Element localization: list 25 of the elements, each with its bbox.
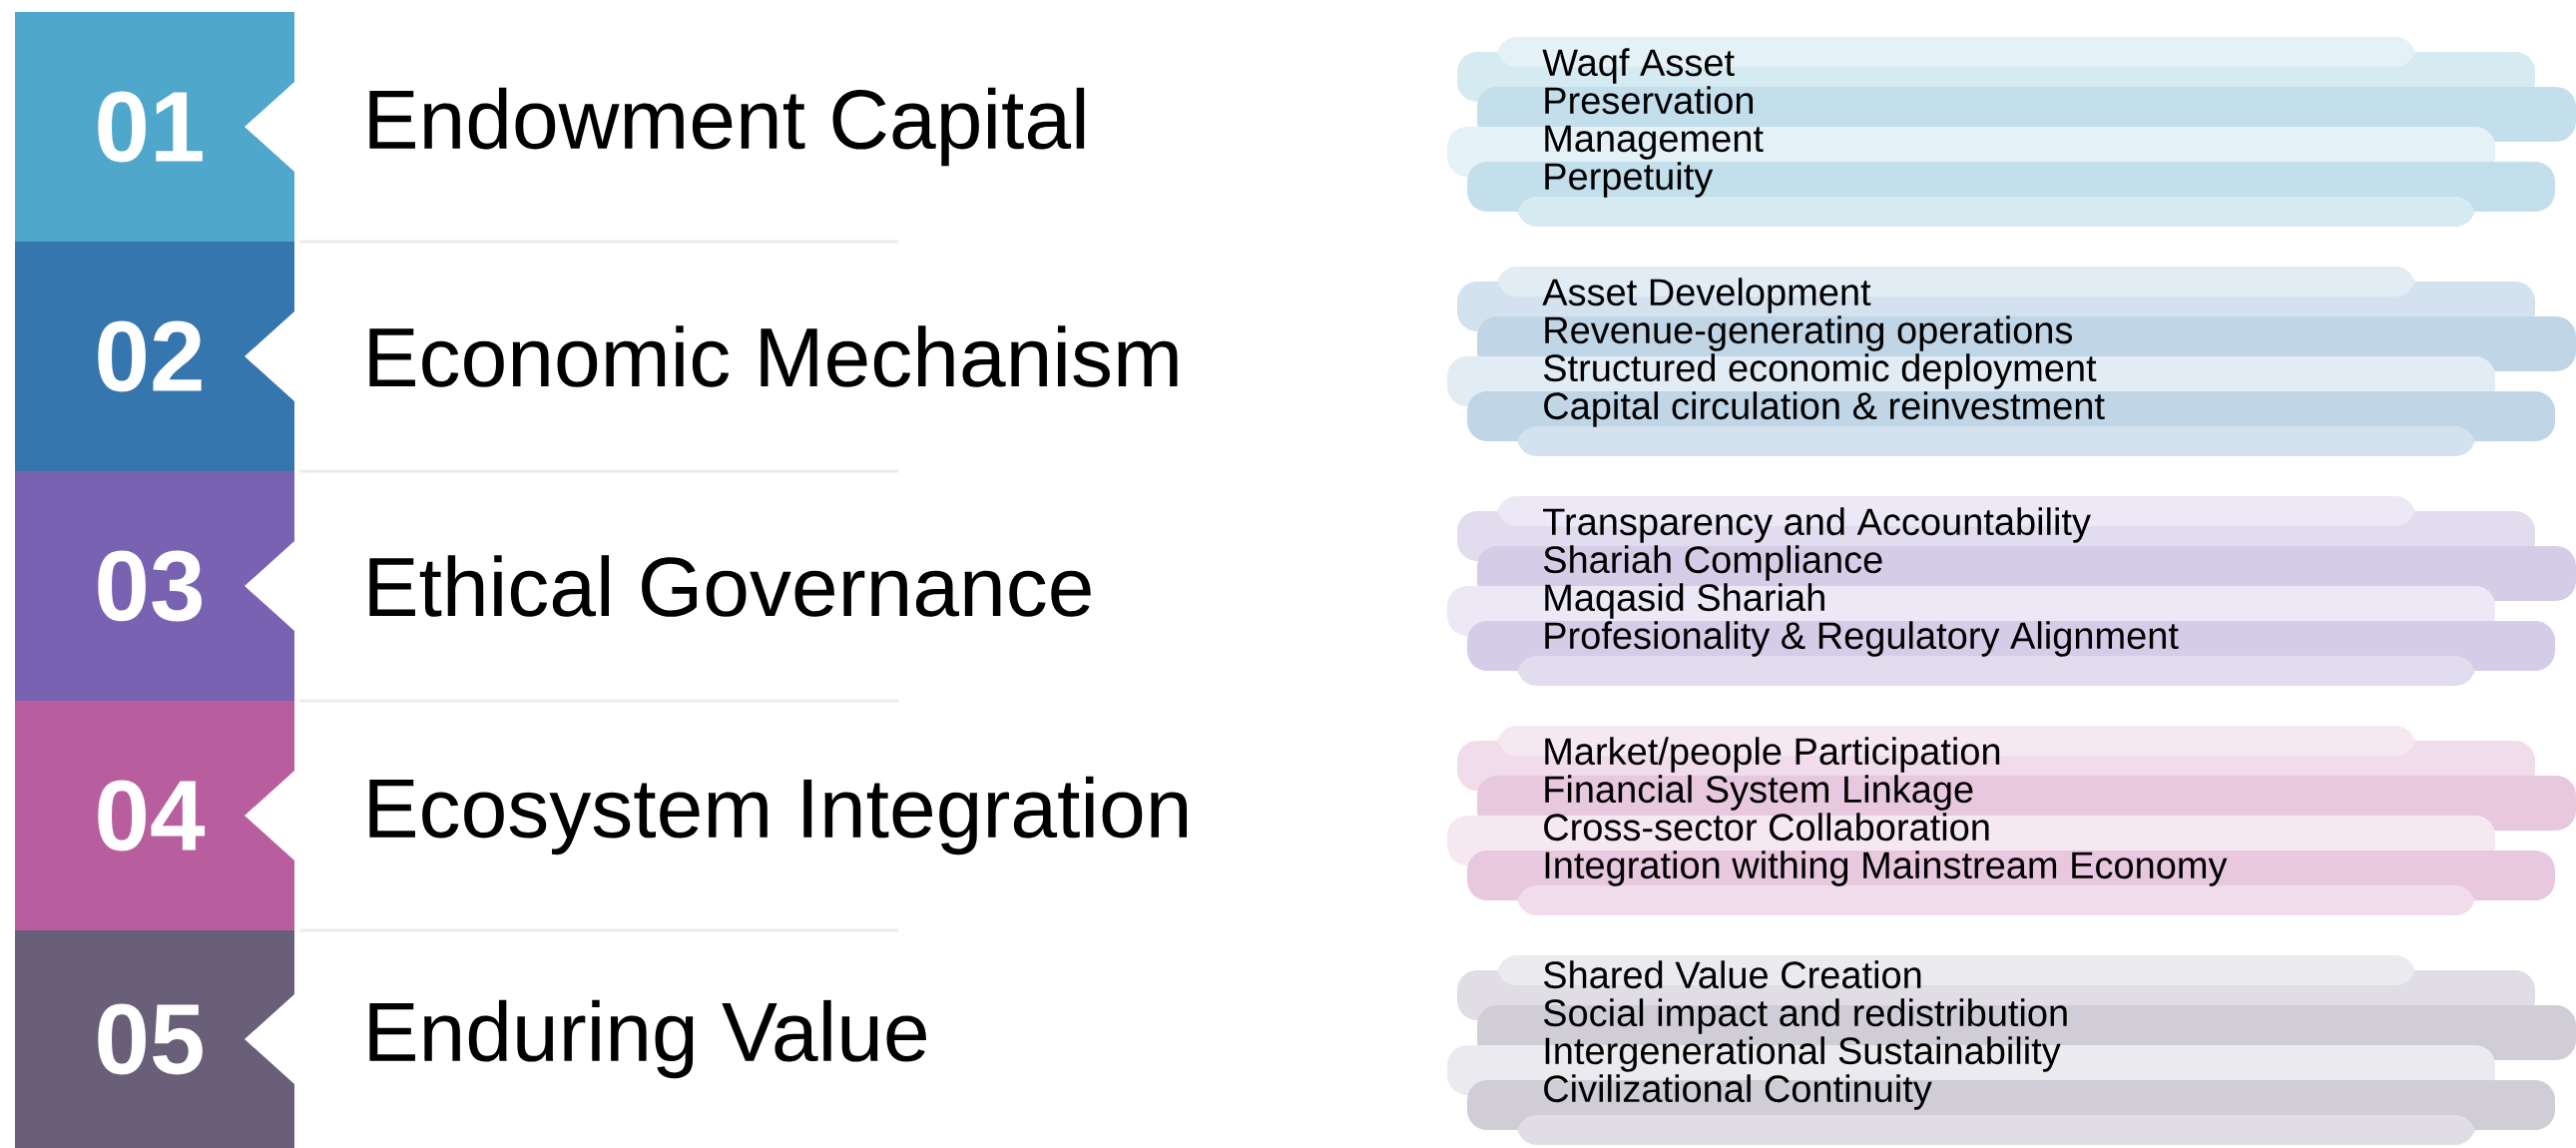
row-title: Endowment Capital [369, 87, 1085, 167]
row-title: Ecosystem Integration [369, 776, 1187, 856]
brush-stroke-band: Market/people Participation Financial System Linkage Cross-sector Collaboration Integration withing Mainstream Economy [1447, 726, 2576, 915]
node-label: Waqf Asset [1542, 48, 1735, 84]
node-label: Civilizational Continuity [1544, 1074, 1932, 1110]
node-label: Integration withing Mainstream Economy [1545, 851, 2228, 886]
node-label: Profesionality & Regulatory Alignment [1545, 621, 2179, 657]
number-tab: 05 [15, 930, 294, 1148]
number-tab: 03 [15, 471, 294, 701]
number-tab: 01 [15, 12, 294, 242]
brush-stroke-band: Shared Value Creation Social impact and redistribution Intergenerational Sustainability Civilizational Continuity [1447, 955, 2576, 1145]
node-label: Shared Value Creation [1543, 960, 1921, 989]
number-tab: 02 [15, 242, 294, 471]
node-label: Perpetuity [1545, 162, 1714, 198]
node-label: Asset Development [1542, 278, 1871, 313]
brush-stroke-band: Asset Development Revenue-generating operations Structured economic deployment Capital circulation & reinvestment [1447, 267, 2576, 456]
brush-stroke-band: Transparency and Accountability Shariah Compliance Maqasid Shariah Profesionality & Regulatory Alignment [1447, 496, 2576, 686]
row-title: Enduring Value [369, 999, 926, 1079]
brush-stroke-band: Waqf Asset Preservation Management Perpetuity [1447, 37, 2576, 227]
node-label: Market/people Participation [1545, 737, 2000, 773]
row-title: Ethical Governance [369, 555, 1091, 617]
number-tab: 04 [15, 701, 294, 930]
row-title: Economic Mechanism [369, 325, 1178, 387]
node-label: Capital circulation & reinvestment [1544, 391, 2105, 427]
node-label: Transparency and Accountability [1543, 507, 2091, 543]
